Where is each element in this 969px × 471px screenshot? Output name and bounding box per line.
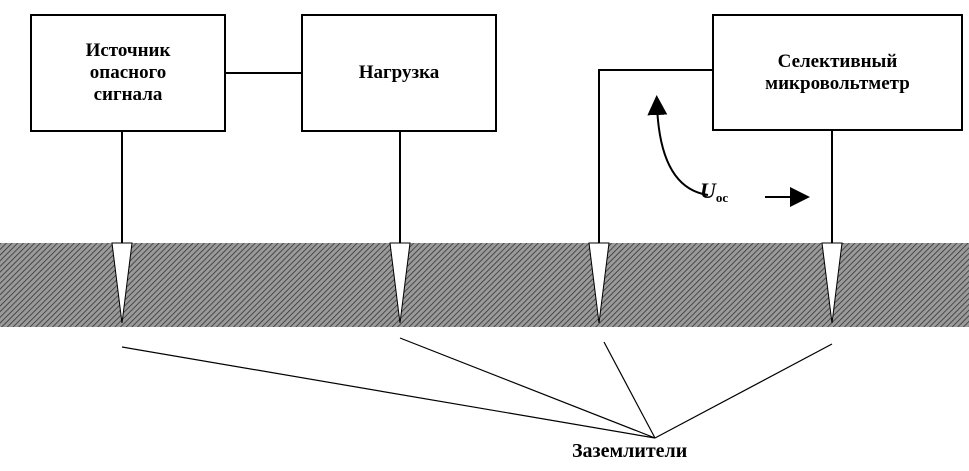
ground-electrodes-label: Заземлители — [572, 440, 688, 462]
soil-layer — [0, 243, 969, 327]
leader-line-1 — [121, 346, 656, 439]
load-block: Нагрузка — [301, 14, 497, 132]
curved-arrow-icon — [647, 95, 709, 196]
ground-label-leaders — [121, 337, 833, 439]
selective-microvoltmeter-block: Селективный микровольтметр — [712, 14, 963, 131]
voltage-subscript: ос — [715, 190, 729, 205]
leader-line-2 — [399, 337, 656, 439]
leader-line-4 — [654, 343, 833, 439]
wiring — [121, 69, 833, 243]
voltage-label: Uос — [700, 178, 728, 206]
voltage-symbol: U — [700, 178, 716, 203]
wire-meter-probe-ground — [598, 69, 712, 243]
leader-line-3 — [603, 341, 656, 439]
hazard-signal-source-block: Источник опасного сигнала — [30, 14, 226, 132]
